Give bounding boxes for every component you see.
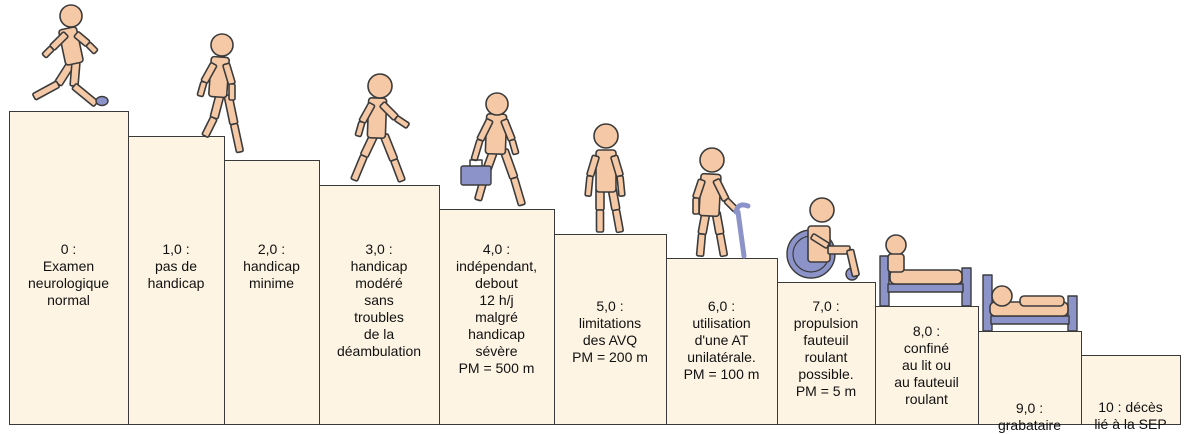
- figures-layer: [32, 4, 1078, 332]
- step-label-4: 4,0 : indépendant, debout 12 h/j malgré …: [456, 241, 537, 376]
- standing-person-icon: [584, 123, 626, 234]
- step-label-1: 1,0 : pas de handicap: [147, 241, 205, 291]
- step-label-0: 0 : Examen neurologique normal: [28, 241, 109, 308]
- step-label-2: 2,0 : handicap minime: [243, 241, 300, 291]
- step-1: [128, 136, 225, 425]
- step-9: [978, 331, 1082, 425]
- wheelchair-icon: [786, 197, 860, 281]
- step-8: [875, 306, 979, 425]
- step-4: [439, 209, 555, 425]
- runner-icon: [32, 4, 109, 107]
- step-label-8: 8,0 : confiné au lit ou au fauteuil roul…: [894, 323, 959, 407]
- step-label-5: 5,0 : limitations des AVQ PM = 200 m: [572, 298, 648, 365]
- walker-icon: [196, 33, 244, 154]
- step-5: [554, 234, 667, 425]
- step-0: [9, 111, 129, 425]
- walker-icon: [350, 73, 410, 183]
- step-label-10: 10 : décès lié à la SEP: [1094, 399, 1167, 432]
- step-6: [666, 258, 778, 425]
- person-with-cane-icon: [692, 147, 751, 259]
- step-label-3: 3,0 : handicap modéré sans troubles de l…: [336, 241, 422, 359]
- step-7: [777, 282, 876, 425]
- step-label-6: 6,0 : utilisation d'une AT unilatérale. …: [683, 298, 760, 382]
- step-10: [1081, 355, 1181, 425]
- step-label-9: 9,0 : grabataire: [997, 400, 1062, 433]
- bedridden-icon: [982, 274, 1078, 332]
- person-in-bed-icon: [879, 234, 972, 307]
- edss-staircase-diagram: 0 : Examen neurologique normal 1,0 : pas …: [9, 4, 1181, 433]
- step-label-7: 7,0 : propulsion fauteuil roulant possib…: [793, 298, 859, 399]
- walker-with-bag-icon: [460, 92, 526, 207]
